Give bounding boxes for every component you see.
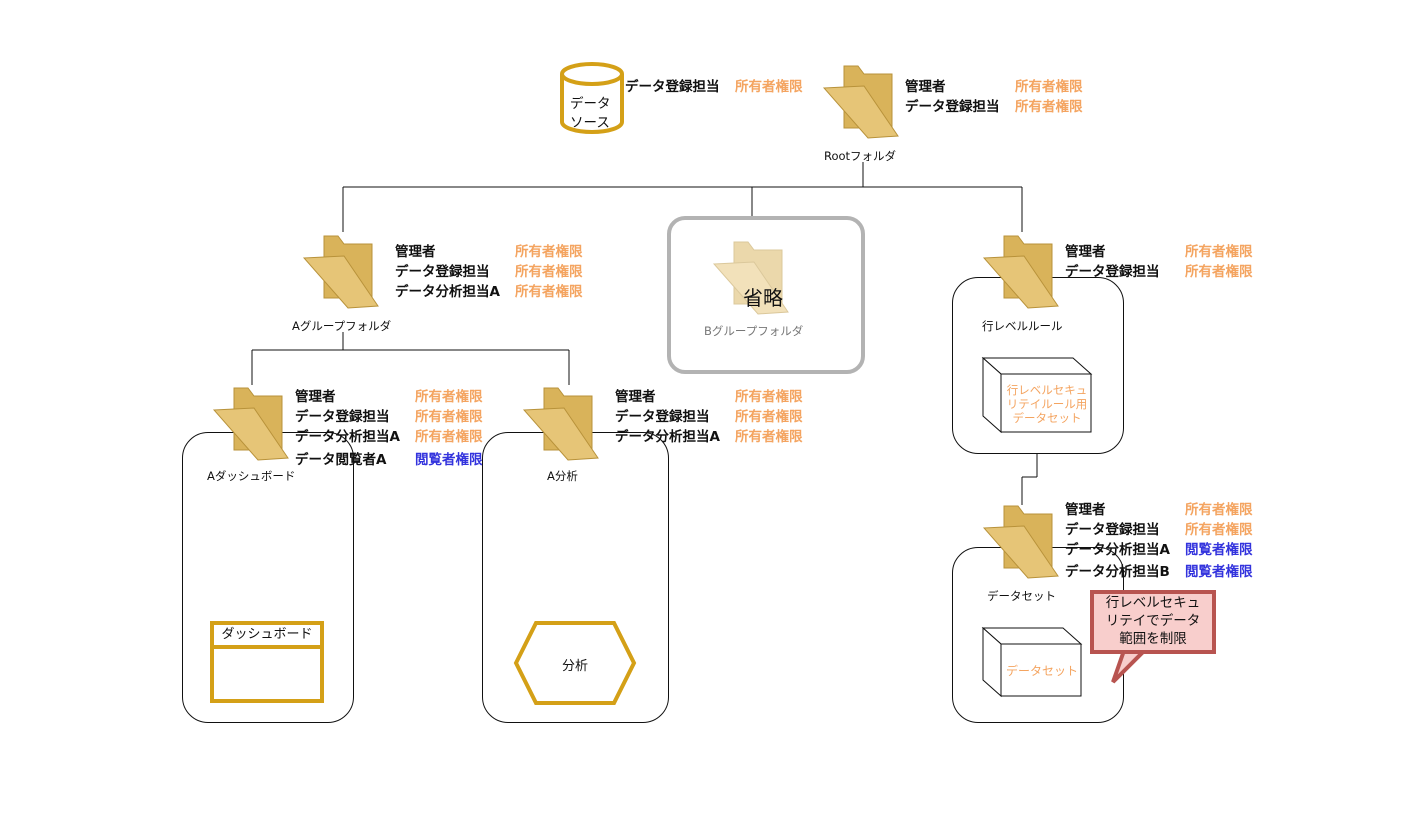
dataset-role-2: データ分析担当A <box>1065 542 1170 558</box>
rls-role-0: 管理者 <box>1065 244 1106 260</box>
callout-line-2: 範囲を制限 <box>1119 631 1187 647</box>
group-a-folder-label: Aグループフォルダ <box>292 319 392 333</box>
root-role-0: 管理者 <box>905 79 946 95</box>
dashboard-role-1: データ登録担当 <box>295 409 390 425</box>
callout-line-1: リテイでデータ <box>1105 613 1201 629</box>
group-a-perm-1: 所有者権限 <box>515 264 583 280</box>
datasource-label-line2: ソース <box>570 115 610 131</box>
dataset-perm-0: 所有者権限 <box>1185 502 1253 518</box>
group-a-role-0: 管理者 <box>395 244 436 260</box>
rls-callout: 行レベルセキュ リテイでデータ 範囲を制限 <box>1090 590 1216 654</box>
analysis-perm-1: 所有者権限 <box>735 409 803 425</box>
analysis-hexagon-icon <box>513 621 637 705</box>
analysis-perm-2: 所有者権限 <box>735 429 803 445</box>
rls-dataset-line-2: データセット <box>1012 411 1082 425</box>
group-b-folder-label: Bグループフォルダ <box>704 324 804 338</box>
dashboard-role-0: 管理者 <box>295 389 336 405</box>
dashboard-perm-3: 閲覧者権限 <box>415 452 483 468</box>
dashboard-item: ダッシュボード <box>210 621 324 703</box>
root-perm-1: 所有者権限 <box>1015 99 1083 115</box>
datasource-perm: 所有者権限 <box>735 79 803 95</box>
group-b-omitted-box <box>667 216 865 374</box>
dataset-role-3: データ分析担当B <box>1065 564 1170 580</box>
rls-dataset-line-0: 行レベルセキュ <box>1006 383 1088 397</box>
dataset-perm-2: 閲覧者権限 <box>1185 542 1253 558</box>
analysis-role-1: データ登録担当 <box>615 409 710 425</box>
analysis-role-0: 管理者 <box>615 389 656 405</box>
rls-dataset-line-1: リテイルール用 <box>1006 397 1088 411</box>
dashboard-item-label: ダッシュボード <box>214 625 320 649</box>
dashboard-role-2: データ分析担当A <box>295 429 400 445</box>
group-a-perm-0: 所有者権限 <box>515 244 583 260</box>
group-a-perm-2: 所有者権限 <box>515 284 583 300</box>
root-folder-label: Rootフォルダ <box>824 149 897 163</box>
analysis-folder-icon <box>522 387 599 461</box>
group-a-role-2: データ分析担当A <box>395 284 500 300</box>
rls-role-1: データ登録担当 <box>1065 264 1160 280</box>
dataset-role-0: 管理者 <box>1065 502 1106 518</box>
group-a-folder-icon <box>302 235 379 309</box>
dataset-folder-label: データセット <box>987 589 1056 603</box>
root-perm-0: 所有者権限 <box>1015 79 1083 95</box>
dataset-item-label: データセット <box>1005 664 1078 678</box>
root-folder-icon <box>822 65 899 139</box>
dashboard-perm-0: 所有者権限 <box>415 389 483 405</box>
dashboard-perm-2: 所有者権限 <box>415 429 483 445</box>
group-b-folder-icon <box>712 241 789 315</box>
dashboard-folder-icon <box>212 387 289 461</box>
root-role-1: データ登録担当 <box>905 99 1000 115</box>
rls-folder-label: 行レベルルール <box>982 319 1063 333</box>
datasource-label-line1: データ <box>570 96 611 112</box>
dashboard-role-3: データ閲覧者A <box>295 452 387 468</box>
dataset-perm-1: 所有者権限 <box>1185 522 1253 538</box>
callout-line-0: 行レベルセキュ <box>1105 595 1201 611</box>
analysis-role-2: データ分析担当A <box>615 429 720 445</box>
dataset-cube-icon <box>981 626 1083 698</box>
dataset-perm-3: 閲覧者権限 <box>1185 564 1253 580</box>
rls-perm-1: 所有者権限 <box>1185 264 1253 280</box>
dataset-role-1: データ登録担当 <box>1065 522 1160 538</box>
analysis-perm-0: 所有者権限 <box>735 389 803 405</box>
dataset-folder-icon <box>982 505 1059 579</box>
analysis-item-label: 分析 <box>561 659 588 674</box>
group-a-role-1: データ登録担当 <box>395 264 490 280</box>
rls-perm-0: 所有者権限 <box>1185 244 1253 260</box>
dashboard-folder-label: Aダッシュボード <box>207 469 296 483</box>
group-b-omit-label: 省略 <box>743 286 783 310</box>
analysis-folder-label: A分析 <box>547 469 578 483</box>
dashboard-perm-1: 所有者権限 <box>415 409 483 425</box>
datasource-cylinder-icon <box>560 62 624 134</box>
rls-folder-icon <box>982 235 1059 309</box>
rls-dataset-cube-icon <box>981 356 1093 434</box>
datasource-role: データ登録担当 <box>625 79 720 95</box>
